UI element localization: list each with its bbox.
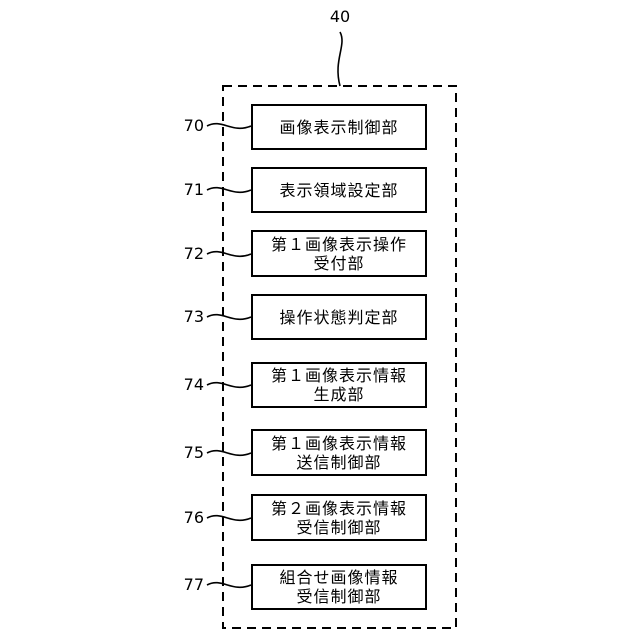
container-dashed-box: [223, 86, 456, 628]
container-leader-line: [338, 32, 342, 86]
leader-line-77: [207, 583, 251, 588]
leader-line-74: [207, 383, 251, 388]
leader-line-75: [207, 451, 251, 456]
leader-line-76: [207, 516, 251, 521]
leader-line-70: [207, 124, 251, 129]
leader-line-73: [207, 315, 251, 320]
leader-line-72: [207, 252, 251, 257]
leader-line-71: [207, 188, 251, 193]
